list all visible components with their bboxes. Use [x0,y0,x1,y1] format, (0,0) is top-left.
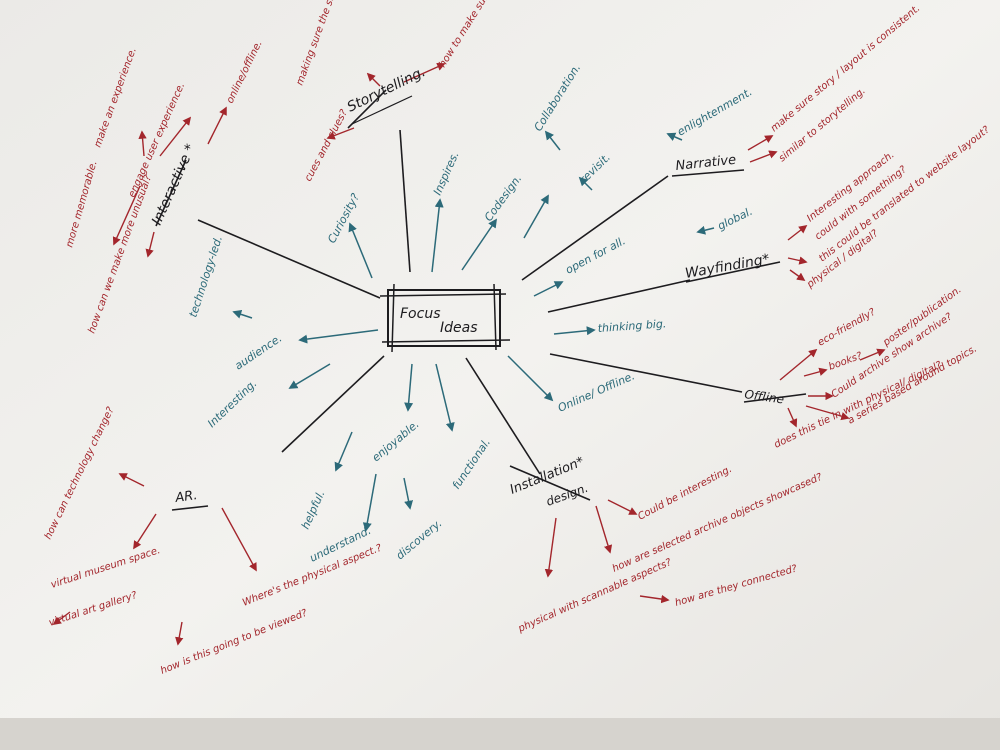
central-title-focus: Focus [400,306,440,322]
central-title-ideas: Ideas [440,320,478,336]
table-edge [0,718,1000,750]
branch-ar: AR. [173,488,198,506]
